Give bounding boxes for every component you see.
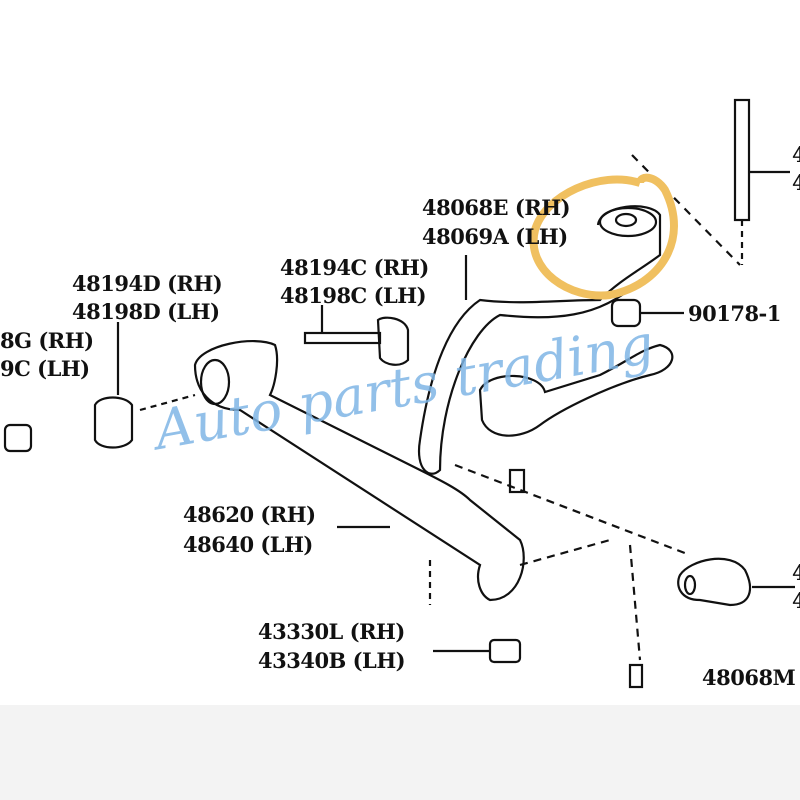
bolt-part bbox=[303, 305, 410, 366]
upper-control-arm bbox=[417, 205, 662, 475]
label-90178: 90178-1 bbox=[688, 301, 781, 326]
label-right-top-1: 4 bbox=[792, 142, 800, 167]
label-right-mid-2: 4 bbox=[792, 588, 800, 613]
label-43330l: 43330L (RH) bbox=[258, 619, 405, 644]
label-48620: 48620 (RH) bbox=[183, 502, 316, 527]
label-right-top-2: 4 bbox=[792, 170, 800, 195]
label-48640: 48640 (LH) bbox=[183, 532, 313, 557]
suspension-diagram bbox=[3, 98, 795, 689]
bushing-part bbox=[93, 396, 134, 449]
bottom-margin bbox=[0, 705, 800, 800]
label-48198c: 48198C (LH) bbox=[280, 283, 427, 308]
left-cut-part bbox=[3, 423, 33, 453]
label-48068e: 48068E (RH) bbox=[422, 195, 571, 220]
label-48069a: 48069A (LH) bbox=[422, 224, 568, 249]
ball-joint bbox=[478, 343, 674, 494]
stud-bolt bbox=[733, 98, 790, 265]
label-8g: 8G (RH) bbox=[0, 328, 94, 353]
label-9c: 9C (LH) bbox=[0, 356, 90, 381]
label-right-mid-1: 4 bbox=[792, 560, 800, 585]
label-48198d: 48198D (LH) bbox=[72, 299, 220, 324]
label-43340b: 43340B (LH) bbox=[258, 648, 406, 673]
lower-control-arm bbox=[116, 322, 691, 661]
bracket-part bbox=[677, 557, 795, 607]
nut-part bbox=[610, 298, 684, 328]
label-48068m: 48068M bbox=[702, 665, 796, 690]
knuckle-part bbox=[433, 638, 644, 689]
label-48194d: 48194D (RH) bbox=[72, 271, 223, 296]
label-48194c: 48194C (RH) bbox=[280, 255, 429, 280]
highlight-circle bbox=[529, 173, 678, 300]
